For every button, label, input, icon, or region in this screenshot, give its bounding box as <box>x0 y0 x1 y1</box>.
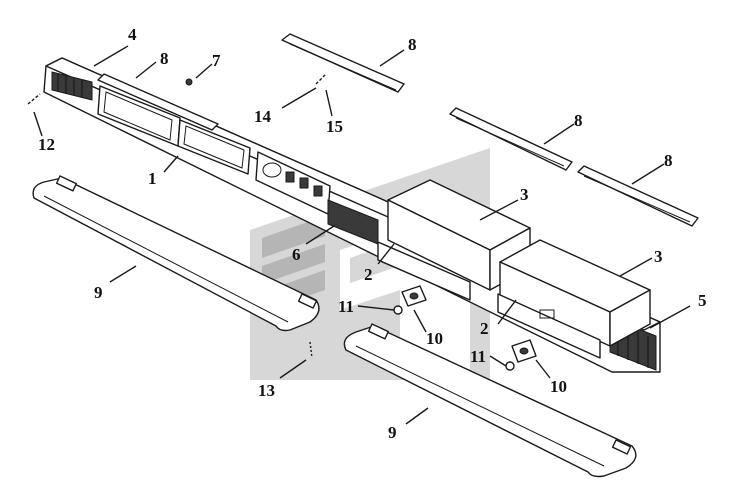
clip-lower <box>511 339 537 363</box>
callout-8: 8 <box>160 49 169 68</box>
callout-5: 5 <box>698 291 707 310</box>
callout-3: 3 <box>520 185 529 204</box>
trim-strip-mid <box>449 107 573 171</box>
pin-14-15 <box>315 73 327 85</box>
callout-14: 14 <box>254 107 272 126</box>
callout-10: 10 <box>426 329 443 348</box>
display-opening-center <box>177 119 251 175</box>
callout-7: 7 <box>212 51 221 70</box>
callout-3: 3 <box>654 247 663 266</box>
callout-9: 9 <box>388 423 397 442</box>
trim-strip-top <box>281 33 405 93</box>
callout-8: 8 <box>664 151 673 170</box>
bracket-left <box>377 241 471 301</box>
bracket-right <box>497 293 601 359</box>
callout-10: 10 <box>550 377 567 396</box>
left-vent-grille <box>51 71 93 101</box>
callout-13: 13 <box>258 381 275 400</box>
callout-11: 11 <box>338 297 354 316</box>
callout-labels: 4 8 7 8 12 14 15 1 8 8 3 6 2 3 9 11 10 2… <box>38 25 707 442</box>
fastener-7 <box>185 78 193 86</box>
callout-15: 15 <box>326 117 343 136</box>
screw-upper <box>393 305 403 315</box>
callout-12: 12 <box>38 135 55 154</box>
trim-strip-top-left <box>97 73 219 131</box>
leader-lines <box>33 45 691 425</box>
clip-upper <box>401 285 427 307</box>
long-lid-left <box>32 175 320 332</box>
trim-strip-right <box>577 165 699 227</box>
pin-12 <box>27 93 41 105</box>
callout-8: 8 <box>574 111 583 130</box>
callout-8: 8 <box>408 35 417 54</box>
storage-box-right <box>499 239 651 347</box>
callout-9: 9 <box>94 283 103 302</box>
callout-11: 11 <box>470 347 486 366</box>
screw-lower <box>505 361 515 371</box>
callout-1: 1 <box>148 169 157 188</box>
pin-13 <box>309 341 313 359</box>
callout-2: 2 <box>480 319 489 338</box>
callout-6: 6 <box>292 245 301 264</box>
callout-2: 2 <box>364 265 373 284</box>
long-lid-right <box>343 323 637 478</box>
callout-4: 4 <box>128 25 137 44</box>
